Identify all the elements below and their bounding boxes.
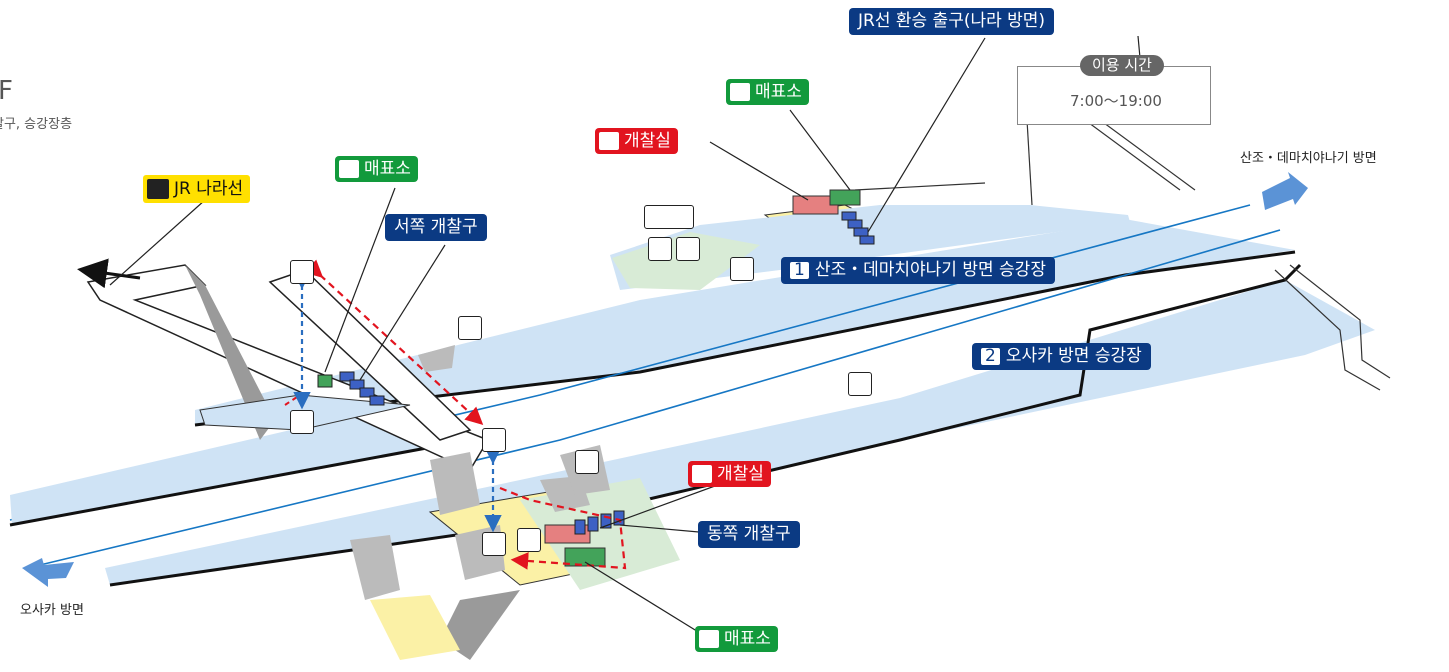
ticket-office-west-label: 매표소: [364, 158, 411, 179]
route-south: [499, 486, 627, 570]
restroom-icon: [644, 205, 694, 229]
ticket-office-north-label: 매표소: [755, 81, 802, 102]
platform-1-text: 산조・데마치야나기 방면 승강장: [814, 260, 1046, 280]
staff-room-south-label: 개찰실: [717, 463, 764, 484]
arrow-nara: [77, 258, 141, 289]
ticket-office-west: 매표소: [335, 156, 418, 182]
locker-icon: [848, 372, 872, 396]
arrow-west: [22, 558, 74, 587]
wheelchair-icon: [517, 528, 541, 552]
leader-lines: [109, 35, 1141, 634]
hours-value: 7:00〜19:00: [1070, 92, 1162, 110]
staff-room-north: 개찰실: [595, 128, 678, 154]
route-west-bridge: [304, 259, 484, 425]
west-gate-label: 서쪽 개찰구: [385, 214, 487, 241]
ticket-office-south-label: 매표소: [724, 628, 771, 649]
ticket-machine-icon: [730, 83, 750, 101]
north-gates: [841, 211, 875, 245]
west-ticket-machine: [317, 374, 333, 388]
north-staff-room-box: [829, 189, 861, 206]
staff-room-south: 개찰실: [688, 461, 771, 487]
jr-nara-text: JR 나라선: [174, 178, 244, 199]
south-exit-floor: [370, 595, 460, 660]
platform-1-label: 1 산조・데마치야나기 방면 승강장: [781, 257, 1055, 284]
wheelchair-icon: [648, 237, 672, 261]
hours-title: 이용 시간: [1080, 55, 1164, 76]
platform-2-text: 오사카 방면 승강장: [1005, 346, 1142, 366]
west-bridge-wall: [185, 265, 275, 440]
ticket-machine-icon: [699, 630, 719, 648]
arrow-east: [1262, 172, 1308, 210]
jr-nara-line-label: JR 나라선: [143, 175, 251, 203]
direction-east: 산조・데마치야나기 방면: [1240, 151, 1377, 166]
baby-icon: [676, 237, 700, 261]
route-west-concourse: [284, 394, 301, 406]
elevator-icon: [290, 410, 314, 434]
locker-icon: [458, 316, 482, 340]
north-building: [854, 119, 1196, 206]
south-gates: [574, 510, 625, 535]
elevator-icon: [290, 260, 314, 284]
east-gate-label: 동쪽 개찰구: [698, 521, 800, 548]
west-stairs: [418, 345, 455, 372]
south-ticket-machine: [564, 547, 606, 567]
staff-icon: [692, 465, 712, 483]
south-wall: [440, 590, 520, 660]
platform-2-number: 2: [981, 348, 1000, 365]
track-line-lower: [39, 229, 1281, 566]
phone-icon: [575, 450, 599, 474]
south-stairs-a: [430, 452, 480, 515]
ticket-office-south: 매표소: [695, 626, 778, 652]
train-icon: [147, 179, 169, 199]
floor-level: F: [0, 76, 13, 106]
floor-description: 찰구, 승강장층: [0, 117, 73, 132]
staff-room-north-label: 개찰실: [624, 130, 671, 151]
south-stairs-b: [350, 535, 400, 600]
east-outline: [1274, 269, 1381, 391]
elevator-icon: [482, 428, 506, 452]
platform-1-number: 1: [790, 262, 809, 279]
track-area-left: [10, 400, 470, 525]
staff-icon: [599, 132, 619, 150]
ticket-office-north: 매표소: [726, 79, 809, 105]
direction-west: 오사카 방면: [20, 603, 84, 618]
elevator-icon: [482, 532, 506, 556]
transfer-exit-label: JR선 환승 출구(나라 방면): [849, 8, 1055, 35]
ticket-machine-icon: [339, 160, 359, 178]
phone-icon: [730, 257, 754, 281]
platform-2-label: 2 오사카 방면 승강장: [972, 343, 1151, 370]
